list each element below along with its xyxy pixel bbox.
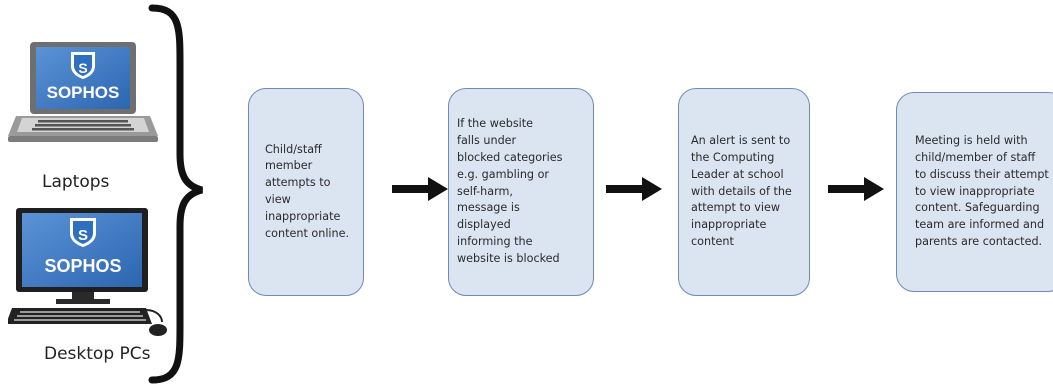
step-1-box: Child/staff member attempts to view inap… <box>248 88 364 296</box>
desktop-pcs-label: Desktop PCs <box>44 344 151 364</box>
svg-text:S: S <box>78 60 87 76</box>
arrow-right-icon <box>392 177 448 201</box>
sophos-shield-icon: S <box>70 218 96 247</box>
laptop-icon: S SOPHOS <box>8 42 158 142</box>
sophos-shield-icon: S <box>71 52 95 79</box>
step-4-box: Meeting is held with child/member of sta… <box>896 92 1053 292</box>
step-3-box: An alert is sent to the Computing Leader… <box>678 88 810 296</box>
step-2-text: If the website falls under blocked categ… <box>457 117 563 265</box>
step-4-text: Meeting is held with child/member of sta… <box>915 134 1049 248</box>
step-1-text: Child/staff member attempts to view inap… <box>265 142 350 240</box>
brace-connector <box>148 4 204 384</box>
laptops-label: Laptops <box>42 172 110 192</box>
sophos-logo-text: SOPHOS <box>47 83 120 102</box>
sophos-logo-text: SOPHOS <box>44 256 121 276</box>
arrow-right-icon <box>828 177 884 201</box>
svg-text:S: S <box>78 227 88 244</box>
desktop-pc-icon: S SOPHOS <box>8 208 167 336</box>
step-2-box: If the website falls under blocked categ… <box>448 88 594 296</box>
step-3-text: An alert is sent to the Computing Leader… <box>691 134 792 248</box>
arrow-right-icon <box>606 177 662 201</box>
